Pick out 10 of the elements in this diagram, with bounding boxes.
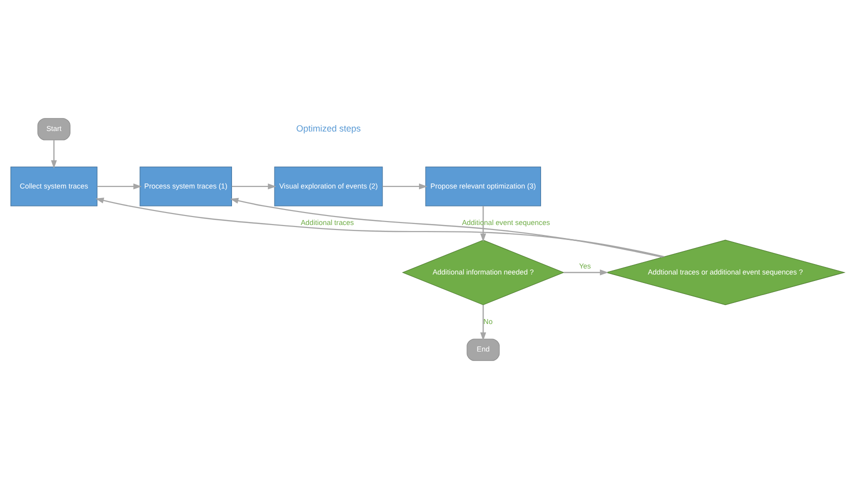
arrow <box>232 184 276 190</box>
label: Optimized steps <box>296 123 361 134</box>
arrow <box>95 198 664 258</box>
arrow <box>480 206 486 242</box>
arrow <box>382 184 428 190</box>
arrow <box>97 184 142 190</box>
arrow <box>50 140 57 169</box>
arrow <box>564 270 608 276</box>
arrow <box>230 198 663 258</box>
arrow <box>480 304 486 341</box>
